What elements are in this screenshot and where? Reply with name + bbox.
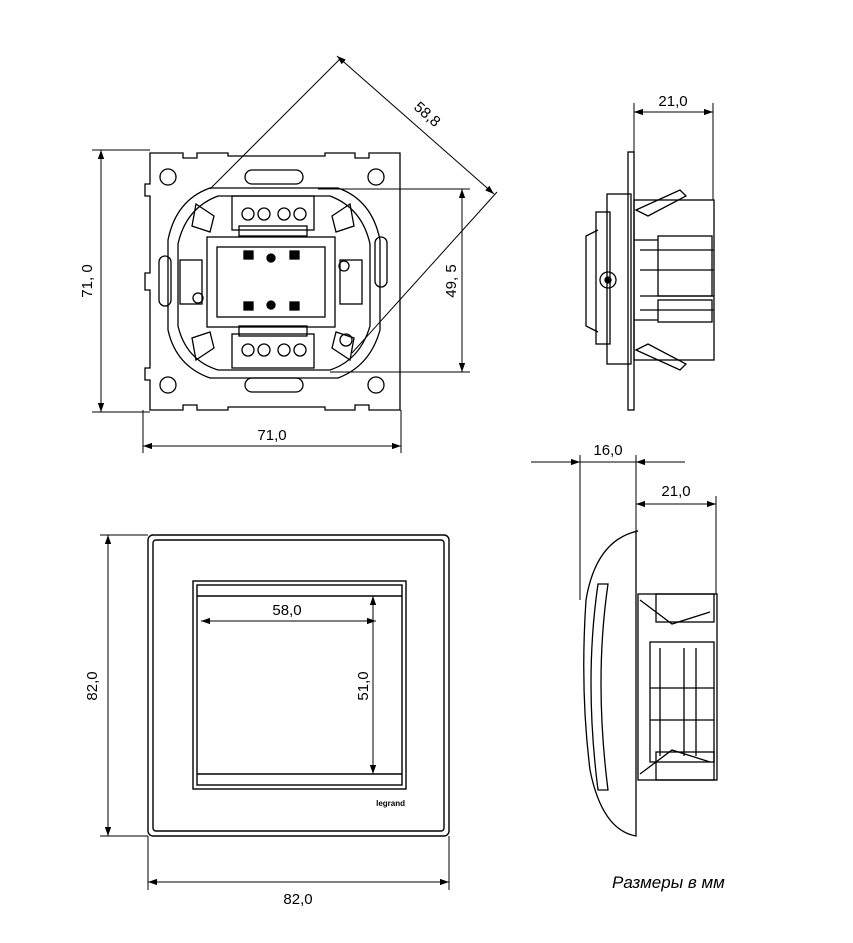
claw bbox=[331, 202, 355, 233]
terminal-block-bottom bbox=[231, 333, 315, 369]
frame-side bbox=[583, 530, 639, 837]
key-side bbox=[590, 583, 609, 791]
dim-side-mechanism-depth: 21,0 bbox=[661, 483, 690, 500]
mechanism-body bbox=[167, 187, 381, 379]
dim-top-diagonal: 58,8 bbox=[410, 99, 443, 131]
frame-opening bbox=[192, 580, 407, 790]
mount-slot bbox=[244, 169, 304, 185]
mount-hole bbox=[367, 376, 385, 394]
top-front-view bbox=[144, 152, 401, 411]
outer-frame bbox=[147, 534, 450, 837]
dim-top-side-depth: 21,0 bbox=[658, 93, 687, 110]
top-front-dimensions bbox=[92, 55, 498, 453]
mount-hole bbox=[367, 168, 385, 186]
latch bbox=[179, 259, 203, 305]
dim-inner-width: 58,0 bbox=[272, 602, 301, 619]
units-note: Размеры в мм bbox=[612, 873, 725, 892]
dim-bottom-width: 82,0 bbox=[283, 891, 312, 908]
mount-slot bbox=[158, 255, 172, 307]
dim-top-height: 71, 0 bbox=[79, 264, 96, 297]
claw bbox=[331, 331, 355, 362]
mechanism-side bbox=[633, 199, 715, 361]
dim-bottom-height: 82,0 bbox=[84, 671, 101, 700]
dim-inner-height: 51,0 bbox=[355, 671, 372, 700]
dim-top-width: 71,0 bbox=[257, 427, 286, 444]
mounting-plate bbox=[144, 152, 401, 411]
bottom-side-view bbox=[583, 530, 718, 837]
mount-slot bbox=[244, 377, 304, 393]
bottom-side-dimensions bbox=[531, 455, 717, 600]
dim-top-inner-height: 49, 5 bbox=[443, 264, 460, 297]
claw-side bbox=[634, 343, 688, 371]
legrand-logo: legrand bbox=[376, 799, 405, 808]
mechanism-core bbox=[206, 236, 336, 328]
latch bbox=[339, 259, 363, 305]
mount-hole bbox=[159, 376, 177, 394]
claw bbox=[191, 202, 215, 233]
mount-slot bbox=[374, 236, 388, 288]
mount-hole bbox=[159, 168, 177, 186]
claw bbox=[191, 331, 215, 362]
dim-side-frame-depth: 16,0 bbox=[593, 442, 622, 459]
claw-side bbox=[634, 189, 688, 217]
terminal-block-top bbox=[231, 195, 315, 231]
bottom-front-view bbox=[147, 534, 450, 837]
top-side-view bbox=[585, 151, 715, 411]
top-side-dimensions bbox=[633, 103, 714, 200]
bottom-front-dimensions bbox=[100, 534, 450, 890]
